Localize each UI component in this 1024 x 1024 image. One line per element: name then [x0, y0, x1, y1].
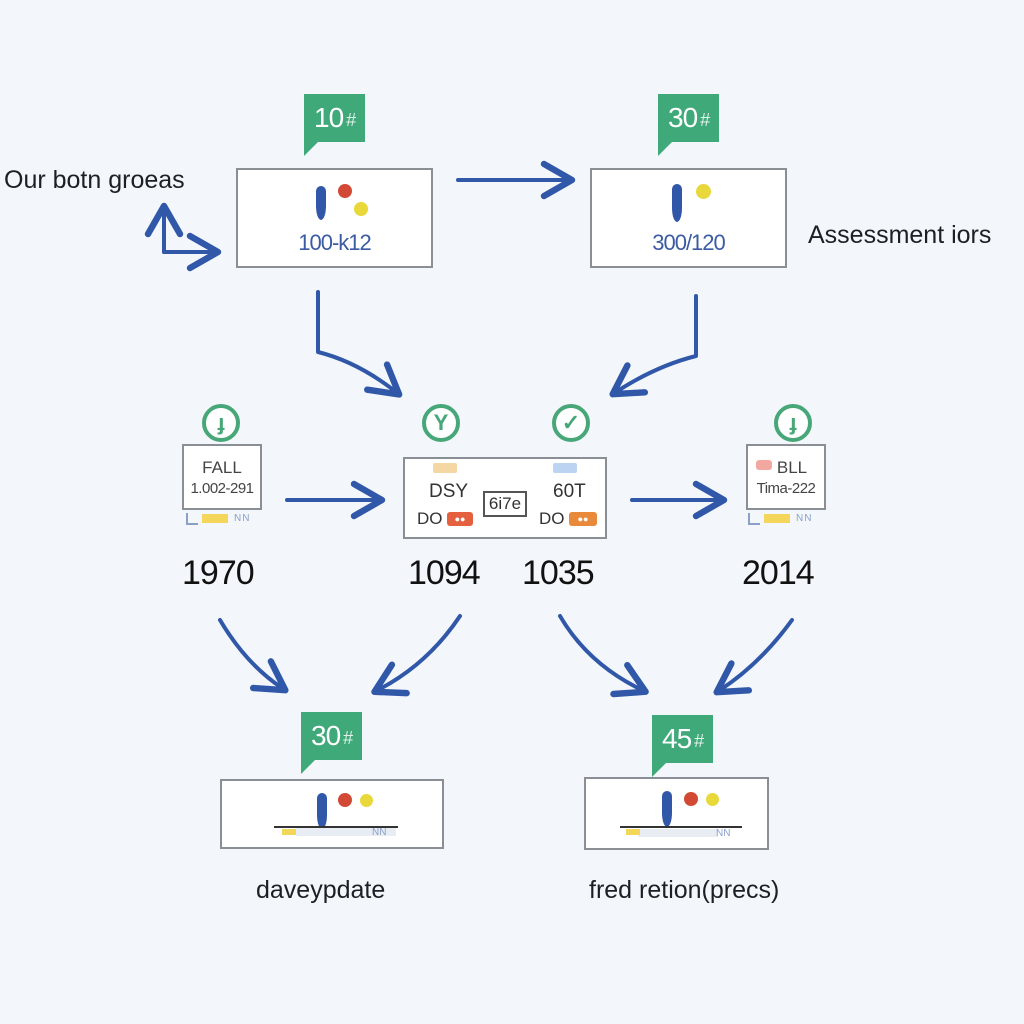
legend-swatch [282, 829, 296, 835]
blue-chip-icon [553, 463, 577, 473]
arrow-bottom-3 [558, 614, 649, 698]
baseline [620, 826, 742, 828]
top-right-box: 300/120 [590, 168, 787, 268]
grid-icon: # [343, 727, 353, 748]
left-card-subtitle: 1.002-291 [190, 480, 254, 497]
check-circle-icon: ɟ [202, 404, 240, 442]
bottom-right-label: fred retion(precs) [589, 876, 780, 904]
bottom-left-count: 30 [311, 720, 341, 751]
arrow-bottom-2 [371, 614, 462, 697]
year-2: 1094 [408, 554, 481, 592]
pin-icon [662, 791, 672, 827]
grid-icon: # [346, 109, 356, 130]
top-right-side-label: Assessment iors [808, 221, 992, 249]
center-box-right-doc: DO [539, 509, 565, 528]
top-left-count-tag: 10# [304, 94, 366, 156]
doc-chip-icon: ●● [447, 512, 473, 526]
top-left-count: 10 [314, 102, 344, 133]
legend-axis-icon [186, 513, 198, 525]
yellow-dot-icon [696, 184, 711, 199]
top-right-count: 30 [668, 102, 698, 133]
check-circle-icon: ɟ [774, 404, 812, 442]
legend-swatch [764, 514, 790, 523]
bottom-right-box: NN [584, 777, 769, 850]
bottom-right-count: 45 [662, 723, 692, 754]
legend-text: NN [796, 513, 813, 524]
top-left-box-caption: 100-k12 [298, 230, 372, 255]
pin-icon [316, 186, 326, 220]
left-card-title: FALL [202, 458, 242, 477]
yellow-dot-icon [360, 794, 373, 807]
year-1: 1970 [182, 554, 255, 592]
right-card-subtitle: Tima-222 [756, 480, 816, 497]
yellow-dot-icon [354, 202, 368, 216]
pin-icon [317, 793, 327, 829]
baseline [274, 826, 398, 828]
right-card: BLL Tima-222 [746, 444, 826, 510]
doc-chip-icon: ●● [569, 512, 597, 526]
red-dot-icon [338, 184, 352, 198]
center-box-left-doc: DO [417, 509, 443, 528]
orange-chip-icon [433, 463, 457, 473]
arrow-bottom-4 [713, 618, 794, 696]
year-4: 2014 [742, 554, 815, 592]
arrow-bottom-1 [218, 618, 289, 694]
legend-text: NN [716, 828, 731, 839]
top-right-box-caption: 300/120 [652, 230, 726, 255]
legend-text: NN [372, 827, 387, 838]
pin-icon [672, 184, 682, 222]
legend-swatch [202, 514, 228, 523]
progress-track [296, 828, 396, 836]
progress-track [638, 829, 718, 837]
right-card-title: BLL [776, 458, 808, 477]
year-3: 1035 [522, 554, 595, 592]
center-box-right-label: 60T [553, 481, 586, 502]
legend-swatch [626, 829, 640, 835]
red-dot-icon [338, 793, 352, 807]
legend-text: NN [234, 513, 251, 524]
grid-icon: # [700, 109, 710, 130]
center-box: DSY 60T 6i7e DO ●● DO ●● [403, 457, 607, 539]
red-dot-icon [684, 792, 698, 806]
arrow-top-right-down [609, 294, 698, 398]
right-card-legend: NN [748, 513, 828, 525]
top-right-count-tag: 30# [658, 94, 720, 156]
arrow-top-left-down [316, 290, 403, 398]
checkmark-circle-icon: ✓ [552, 404, 590, 442]
legend-axis-icon [748, 513, 760, 525]
top-left-box: 100-k12 [236, 168, 433, 268]
axis-corner-icon [162, 206, 222, 272]
yellow-dot-icon [706, 793, 719, 806]
bottom-left-box: NN [220, 779, 444, 849]
center-box-inner-frame: 6i7e [483, 491, 527, 517]
bottom-right-count-tag: 45# [652, 715, 714, 777]
bottom-left-label: daveypdate [256, 876, 386, 904]
left-card-legend: NN [186, 513, 266, 525]
fork-circle-icon: Y [422, 404, 460, 442]
center-box-left-label: DSY [429, 481, 469, 502]
bottom-left-count-tag: 30# [301, 712, 363, 774]
red-chip-icon [756, 460, 772, 470]
left-card: FALL 1.002-291 [182, 444, 262, 510]
grid-icon: # [694, 730, 704, 751]
top-left-side-label: Our botn groeas [4, 166, 185, 194]
